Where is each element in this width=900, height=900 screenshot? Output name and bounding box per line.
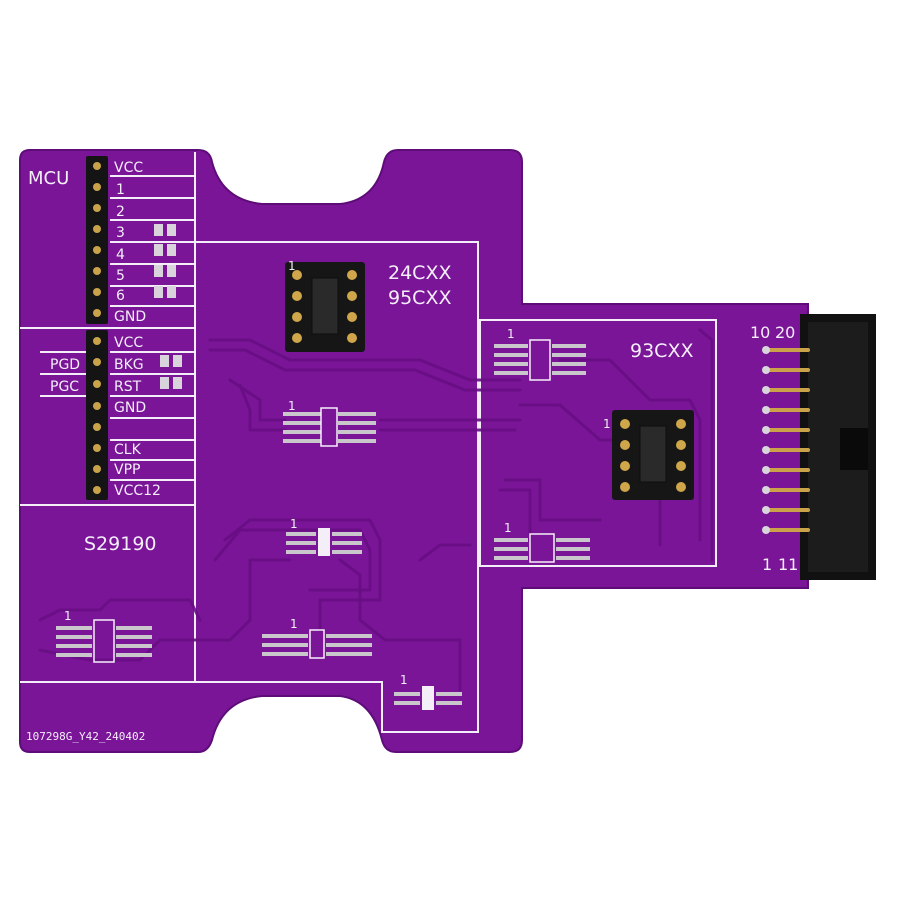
serial-number: 107298G_Y42_240402 bbox=[26, 730, 145, 743]
mcu-pin-label: 3 bbox=[116, 225, 125, 241]
prog-pin-label: VCC12 bbox=[114, 483, 161, 499]
connector-pin-top-label-2: 20 bbox=[775, 323, 795, 342]
mcu-pin-label: 1 bbox=[116, 182, 125, 198]
prog-pin-label: VPP bbox=[114, 462, 140, 478]
prog-pin-label: VCC bbox=[114, 335, 143, 351]
connector-pin-top-label: 10 bbox=[750, 323, 770, 342]
mcu-pin-label: VCC bbox=[114, 160, 143, 176]
dip8-socket-icon bbox=[285, 262, 365, 352]
eeprom-95-label: 95CXX bbox=[388, 287, 451, 309]
soic8-footprint-icon bbox=[494, 533, 590, 563]
pin1-marker: 1 bbox=[288, 399, 296, 413]
soic8-footprint-icon bbox=[286, 528, 362, 556]
pin1-marker: 1 bbox=[288, 259, 296, 273]
chip-label: S29190 bbox=[84, 533, 157, 555]
prog-pin-label: RST bbox=[114, 379, 142, 395]
pin1-marker: 1 bbox=[400, 673, 408, 687]
pin1-marker: 1 bbox=[603, 417, 611, 431]
copper-traces bbox=[38, 328, 714, 692]
jumper-pads bbox=[154, 224, 182, 389]
prog-side-label: PGC bbox=[50, 379, 79, 395]
eeprom-24-label: 24CXX bbox=[388, 262, 451, 284]
soic8-footprint-icon bbox=[283, 407, 376, 447]
mcu-pin-label: 6 bbox=[116, 288, 125, 304]
pcb-substrate bbox=[19, 149, 809, 753]
pin1-marker: 1 bbox=[290, 617, 298, 631]
mcu-pin-label: 4 bbox=[116, 247, 125, 263]
prog-pin-label: CLK bbox=[114, 442, 142, 458]
prog-pin-label: GND bbox=[114, 400, 146, 416]
soic8-footprint-icon bbox=[394, 686, 462, 710]
pin1-marker: 1 bbox=[64, 609, 72, 623]
mcu-pin-label: GND bbox=[114, 309, 146, 325]
mcu-section-title: MCU bbox=[28, 168, 69, 189]
mcu-pin-labels: VCC 1 2 3 4 5 6 GND bbox=[114, 160, 146, 325]
eeprom-93-label: 93CXX bbox=[630, 340, 693, 362]
prog-pin-labels: VCC BKG RST GND CLK VPP VCC12 PGD PGC bbox=[50, 335, 161, 499]
pin1-marker: 1 bbox=[507, 327, 515, 341]
soic8-footprint-icon bbox=[494, 339, 586, 381]
prog-side-label: PGD bbox=[50, 357, 80, 373]
soic8-footprint-icon bbox=[56, 619, 152, 663]
idc-connector-icon bbox=[762, 314, 876, 580]
connector-pin-bottom-label: 1 bbox=[762, 555, 772, 574]
soic8-footprint-icon bbox=[262, 629, 372, 659]
mcu-pin-header bbox=[86, 156, 108, 500]
mcu-pin-label: 5 bbox=[116, 268, 125, 284]
prog-pin-label: BKG bbox=[114, 357, 144, 373]
silkscreen-outlines bbox=[20, 152, 717, 733]
dip8-socket-icon bbox=[612, 410, 694, 500]
connector-pin-bottom-label-2: 11 bbox=[778, 555, 798, 574]
pin1-marker: 1 bbox=[290, 517, 298, 531]
pin1-marker: 1 bbox=[504, 521, 512, 535]
mcu-pin-label: 2 bbox=[116, 204, 125, 220]
